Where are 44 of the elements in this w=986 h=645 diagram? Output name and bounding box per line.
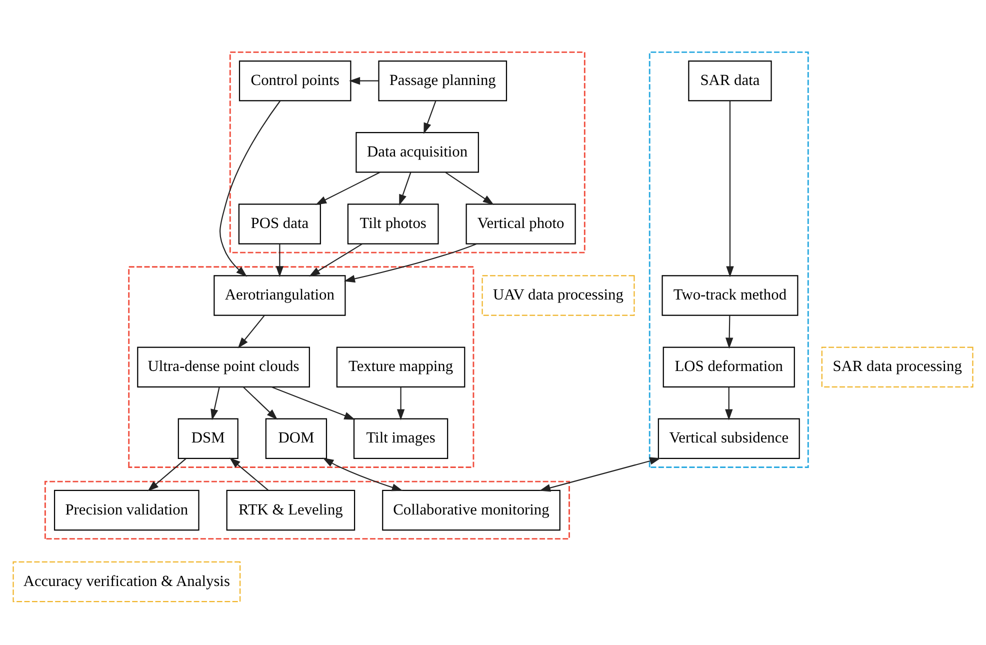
node-box: RTK & Leveling [226,490,356,531]
node-box: POS data [238,204,321,244]
arrow [344,243,478,283]
node-box: Vertical photo [466,204,576,244]
node-box: DOM [265,418,328,460]
node-box: Two-track method [662,275,798,316]
arrow [322,458,403,492]
node-box: Data acquisition [356,132,479,173]
arrow [349,76,379,85]
arrow [243,386,278,420]
node-box: Precision validation [54,490,200,531]
node-box: Aerotriangulation [214,275,346,316]
arrow [271,386,356,420]
arrow [539,457,661,492]
node-box: Ultra-dense point clouds [137,346,310,388]
node-box: Passage planning [378,60,508,102]
arrow [148,458,186,492]
arrow [308,243,363,277]
node-box: DSM [178,418,238,460]
arrow [445,172,494,205]
arrow [276,244,284,278]
node-box: SAR data [688,60,772,102]
arrow [399,172,412,206]
arrow [726,100,734,278]
node-box: SAR data processing [821,346,974,388]
arrow [725,387,733,420]
arrow [315,172,380,205]
arrow [229,458,269,491]
cluster [229,52,586,254]
arrow [396,387,405,420]
node-box: Accuracy verification & Analysis [12,561,241,602]
node-box: Vertical subsidence [658,418,800,460]
node-box: LOS deformation [662,346,795,388]
arrow [220,100,281,277]
arrow [238,315,265,348]
arrow [210,387,220,420]
arrow [424,100,436,134]
node-box: Control points [238,60,352,102]
node-box: Texture mapping [336,346,466,388]
node-box: Collaborative monitoring [382,490,560,531]
arrow [725,316,734,349]
node-box: Tilt photos [347,204,439,244]
node-box: UAV data processing [482,275,635,316]
node-box: Tilt images [353,418,448,460]
